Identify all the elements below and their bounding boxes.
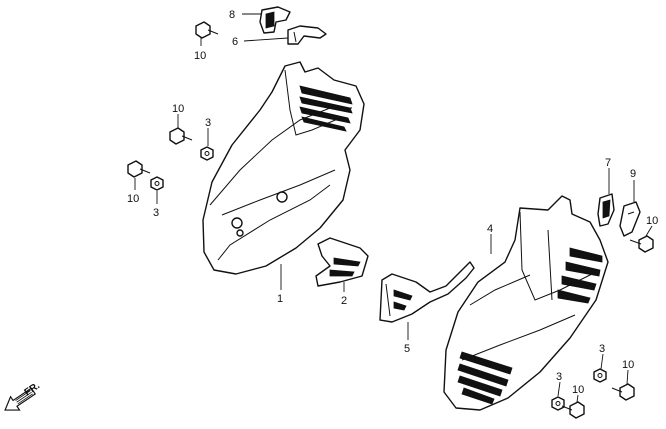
callout-4: 4 <box>487 223 493 235</box>
callout-10-left: 10 <box>127 193 139 205</box>
bolt-left-part-10 <box>127 160 151 178</box>
bolt-bottom-a-part-10 <box>611 383 635 401</box>
bolt-bottom-b-part-10 <box>561 401 585 419</box>
clip-part-7 <box>597 193 615 227</box>
left-cover-part-1 <box>202 61 365 275</box>
callout-7: 7 <box>605 157 611 169</box>
callout-6: 6 <box>232 36 238 48</box>
nut-mid-part-3 <box>200 146 214 161</box>
nut-bottom-a-part-3 <box>593 368 607 383</box>
callout-3-mid: 3 <box>205 117 211 129</box>
right-cover-part-4 <box>443 195 609 411</box>
nut-bottom-b-part-3 <box>551 396 565 411</box>
bolt-right-part-10 <box>629 235 654 253</box>
bolt-top-part-10 <box>195 21 219 39</box>
callout-3-bottom-b: 3 <box>556 371 562 383</box>
callout-10-mid: 10 <box>172 103 184 115</box>
callout-5: 5 <box>404 343 410 355</box>
clip-part-6 <box>287 25 327 45</box>
callout-10-bottom-a: 10 <box>622 359 634 371</box>
callout-10-top: 10 <box>194 50 206 62</box>
forward-arrow-icon <box>4 387 37 411</box>
leader-lines <box>134 13 653 403</box>
bracket-part-2 <box>315 237 369 287</box>
clip-part-9 <box>619 201 641 237</box>
callout-1: 1 <box>277 293 283 305</box>
callout-10-bottom-b: 10 <box>572 384 584 396</box>
callout-9: 9 <box>630 168 636 180</box>
callout-8: 8 <box>229 9 235 21</box>
callout-2: 2 <box>341 295 347 307</box>
callout-3-left: 3 <box>153 207 159 219</box>
nut-left-part-3 <box>150 176 164 191</box>
callout-3-bottom-a: 3 <box>599 343 605 355</box>
bracket-part-5 <box>379 261 475 323</box>
callout-10-right: 10 <box>646 215 658 227</box>
bolt-mid-part-10 <box>169 127 193 145</box>
clip-part-8 <box>259 6 291 34</box>
